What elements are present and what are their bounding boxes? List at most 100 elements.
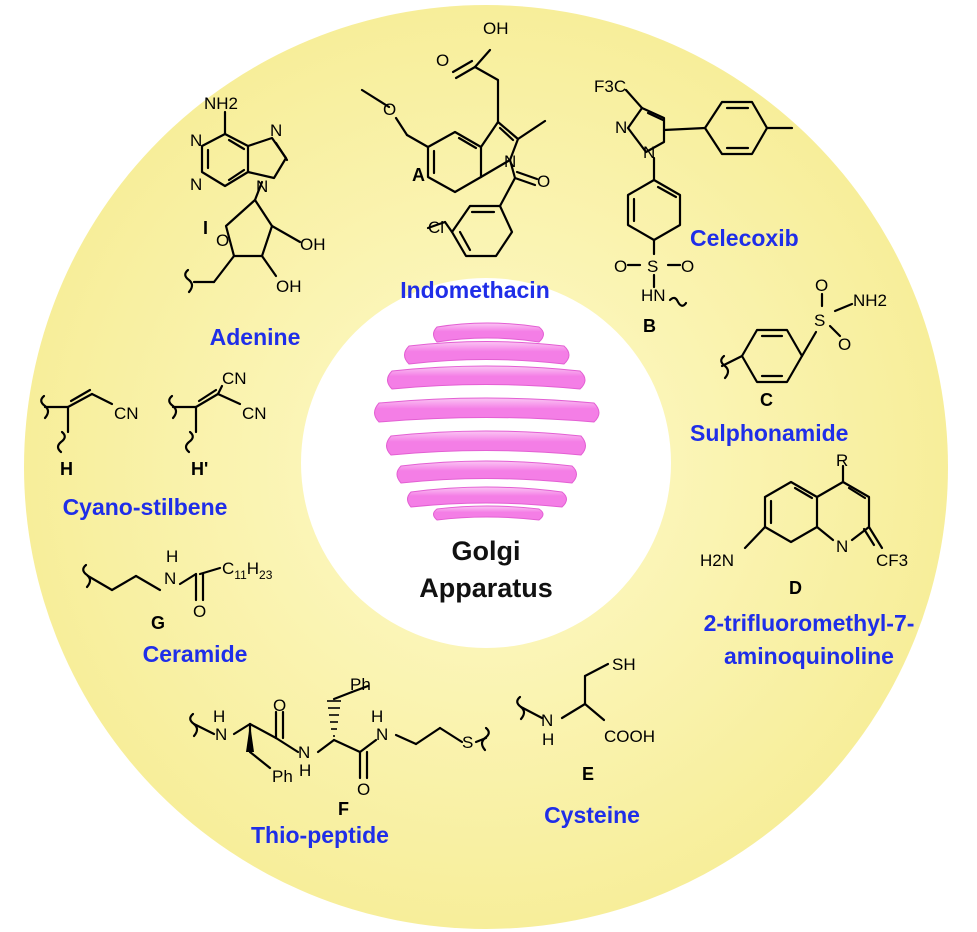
adenine-n3: N — [190, 175, 202, 194]
celecoxib-o2: O — [681, 257, 694, 276]
sulphonamide-name: Sulphonamide — [690, 420, 848, 446]
adenine-n7: N — [270, 121, 282, 140]
aminoquinoline-n: N — [836, 537, 848, 556]
sulphonamide-nh2: NH2 — [853, 291, 887, 310]
celecoxib-s: S — [647, 257, 658, 276]
aminoquinoline-letter: D — [789, 578, 802, 598]
adenine-name: Adenine — [210, 324, 301, 350]
indomethacin-cl: Cl — [428, 218, 444, 237]
celecoxib-n2: N — [643, 143, 655, 162]
moiety-adenine: NH2 N N N N O OH OH I Adenine — [184, 94, 326, 350]
thiopeptide-name: Thio-peptide — [251, 822, 389, 848]
cisterna-3 — [387, 365, 586, 390]
thiopeptide-n3: N — [376, 725, 388, 744]
adenine-n9: N — [256, 177, 268, 196]
celecoxib-bonds — [624, 88, 794, 307]
indomethacin-bonds — [360, 48, 547, 258]
sulphonamide-bonds — [720, 292, 854, 384]
cyanostilbene-h-prime-cn2: CN — [242, 404, 267, 423]
celecoxib-letter: B — [643, 316, 656, 336]
thiopeptide-h3: H — [371, 707, 383, 726]
ceramide-o: O — [193, 602, 206, 621]
ceramide-name: Ceramide — [143, 641, 248, 667]
cisterna-1 — [433, 322, 544, 343]
cysteine-letter: E — [582, 764, 594, 784]
indomethacin-n: N — [504, 152, 516, 171]
moiety-aminoquinoline: R H2N N CF3 D 2-trifluoromethyl-7- amino… — [700, 451, 914, 669]
thiopeptide-h2: H — [299, 761, 311, 780]
aminoquinoline-name-line1: 2-trifluoromethyl-7- — [704, 610, 915, 636]
thiopeptide-letter: F — [338, 799, 349, 819]
ceramide-h-subscript: 23 — [259, 568, 273, 582]
celecoxib-hn: HN — [641, 286, 666, 305]
cisterna-4 — [374, 397, 600, 423]
adenine-ring-o: O — [216, 231, 229, 250]
adenine-letter: I — [203, 218, 208, 238]
center-title-line1: Golgi — [452, 536, 521, 566]
cysteine-bonds — [516, 662, 610, 722]
aminoquinoline-bonds — [743, 464, 884, 550]
moiety-ceramide: H N O C11H23 G Ceramide — [82, 547, 273, 667]
celecoxib-o1: O — [614, 257, 627, 276]
ceramide-tail: C11H23 — [222, 559, 273, 582]
cyanostilbene-name: Cyano-stilbene — [63, 494, 228, 520]
cisterna-8 — [433, 505, 544, 521]
aminoquinoline-h2n: H2N — [700, 551, 734, 570]
ceramide-bonds — [82, 563, 222, 602]
indomethacin-name: Indomethacin — [400, 277, 550, 303]
celecoxib-cf3: F3C — [594, 77, 626, 96]
thiopeptide-o1: O — [273, 696, 286, 715]
adenine-bonds — [184, 110, 302, 294]
moiety-indomethacin: OH O O N O Cl A Indomethacin — [360, 19, 550, 303]
aminoquinoline-cf3: CF3 — [876, 551, 908, 570]
thiopeptide-bonds — [189, 684, 490, 780]
ceramide-letter: G — [151, 613, 165, 633]
adenine-oh2: OH — [276, 277, 302, 296]
aminoquinoline-r: R — [836, 451, 848, 470]
ceramide-h: H — [166, 547, 178, 566]
indomethacin-amide-o: O — [537, 172, 550, 191]
thiopeptide-hash-bond — [327, 700, 341, 737]
thiopeptide-ph2: Ph — [272, 767, 293, 786]
adenine-nh2-text: NH2 — [204, 94, 238, 113]
thiopeptide-s: S — [462, 733, 473, 752]
ceramide-c: C — [222, 559, 234, 578]
cyanostilbene-letter-h-prime: H' — [191, 459, 208, 479]
aminoquinoline-name-line2: aminoquinoline — [724, 643, 894, 669]
thiopeptide-o2: O — [357, 780, 370, 799]
moiety-cysteine: SH N H COOH E Cysteine — [516, 655, 655, 828]
cyanostilbene-letter-h: H — [60, 459, 73, 479]
moiety-sulphonamide: S O O NH2 C Sulphonamide — [690, 276, 887, 446]
sulphonamide-o1: O — [815, 276, 828, 295]
cisterna-7 — [407, 486, 567, 508]
cyanostilbene-h-prime-cn1: CN — [222, 369, 247, 388]
celecoxib-n1: N — [615, 118, 627, 137]
adenine-n1: N — [190, 131, 202, 150]
cyanostilbene-h-cn: CN — [114, 404, 139, 423]
golgi-stack-icon — [374, 322, 600, 521]
moiety-thiopeptide: Ph Ph H N O N H O H N S F Thio-peptide — [189, 675, 490, 848]
indomethacin-letter: A — [412, 165, 425, 185]
moiety-cyanostilbene: CN CN CN H H' Cyano-stilbene — [40, 369, 267, 520]
ceramide-c-subscript: 11 — [234, 568, 247, 582]
thiopeptide-n1: N — [215, 725, 227, 744]
thiopeptide-h1: H — [213, 707, 225, 726]
celecoxib-name: Celecoxib — [690, 225, 799, 251]
indomethacin-oh: OH — [483, 19, 509, 38]
indomethacin-methoxy-o: O — [383, 100, 396, 119]
indomethacin-carbonyl-o: O — [436, 51, 449, 70]
moiety-celecoxib: F3C N N S O O HN B Celecoxib — [594, 77, 799, 336]
cyanostilbene-bonds — [40, 384, 242, 454]
sulphonamide-letter: C — [760, 390, 773, 410]
adenine-oh1: OH — [300, 235, 326, 254]
sulphonamide-o2: O — [838, 335, 851, 354]
cysteine-name: Cysteine — [544, 802, 640, 828]
cisterna-5 — [386, 430, 586, 456]
cysteine-sh: SH — [612, 655, 636, 674]
cisterna-6 — [396, 460, 577, 484]
cisterna-2 — [404, 341, 570, 365]
thiopeptide-benzyl-bond — [332, 690, 354, 701]
ceramide-n: N — [164, 569, 176, 588]
thiopeptide-ph1: Ph — [350, 675, 371, 694]
